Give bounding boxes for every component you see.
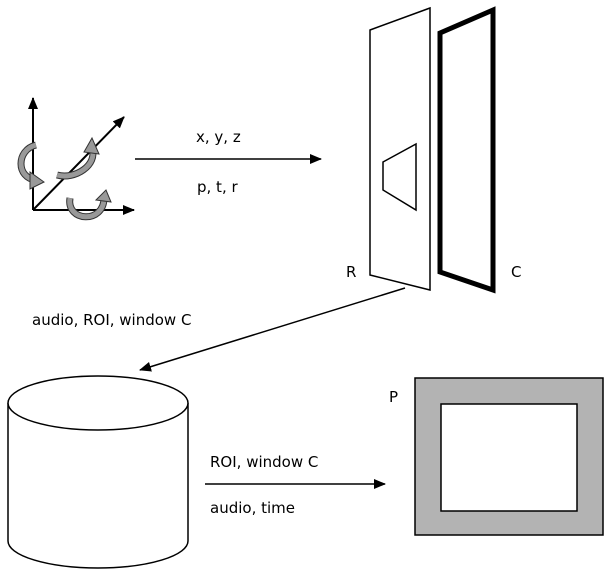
axes-rotation-icon <box>17 97 135 221</box>
region-of-interest <box>382 142 417 212</box>
output-label-top: ROI, window C <box>210 453 318 471</box>
display-label: P <box>389 388 398 406</box>
rear-frame <box>369 6 431 291</box>
rear-frame-label: R <box>346 263 356 281</box>
capture-arrow <box>139 287 406 372</box>
camera-frame-label: C <box>511 263 521 281</box>
output-label-bottom: audio, time <box>210 499 295 517</box>
capture-label: audio, ROI, window C <box>32 311 191 329</box>
translation-label: x, y, z <box>196 128 241 146</box>
display-screen <box>440 403 578 512</box>
storage-cylinder <box>7 375 189 569</box>
camera-frame <box>437 6 496 294</box>
rotation-label: p, t, r <box>197 178 238 196</box>
